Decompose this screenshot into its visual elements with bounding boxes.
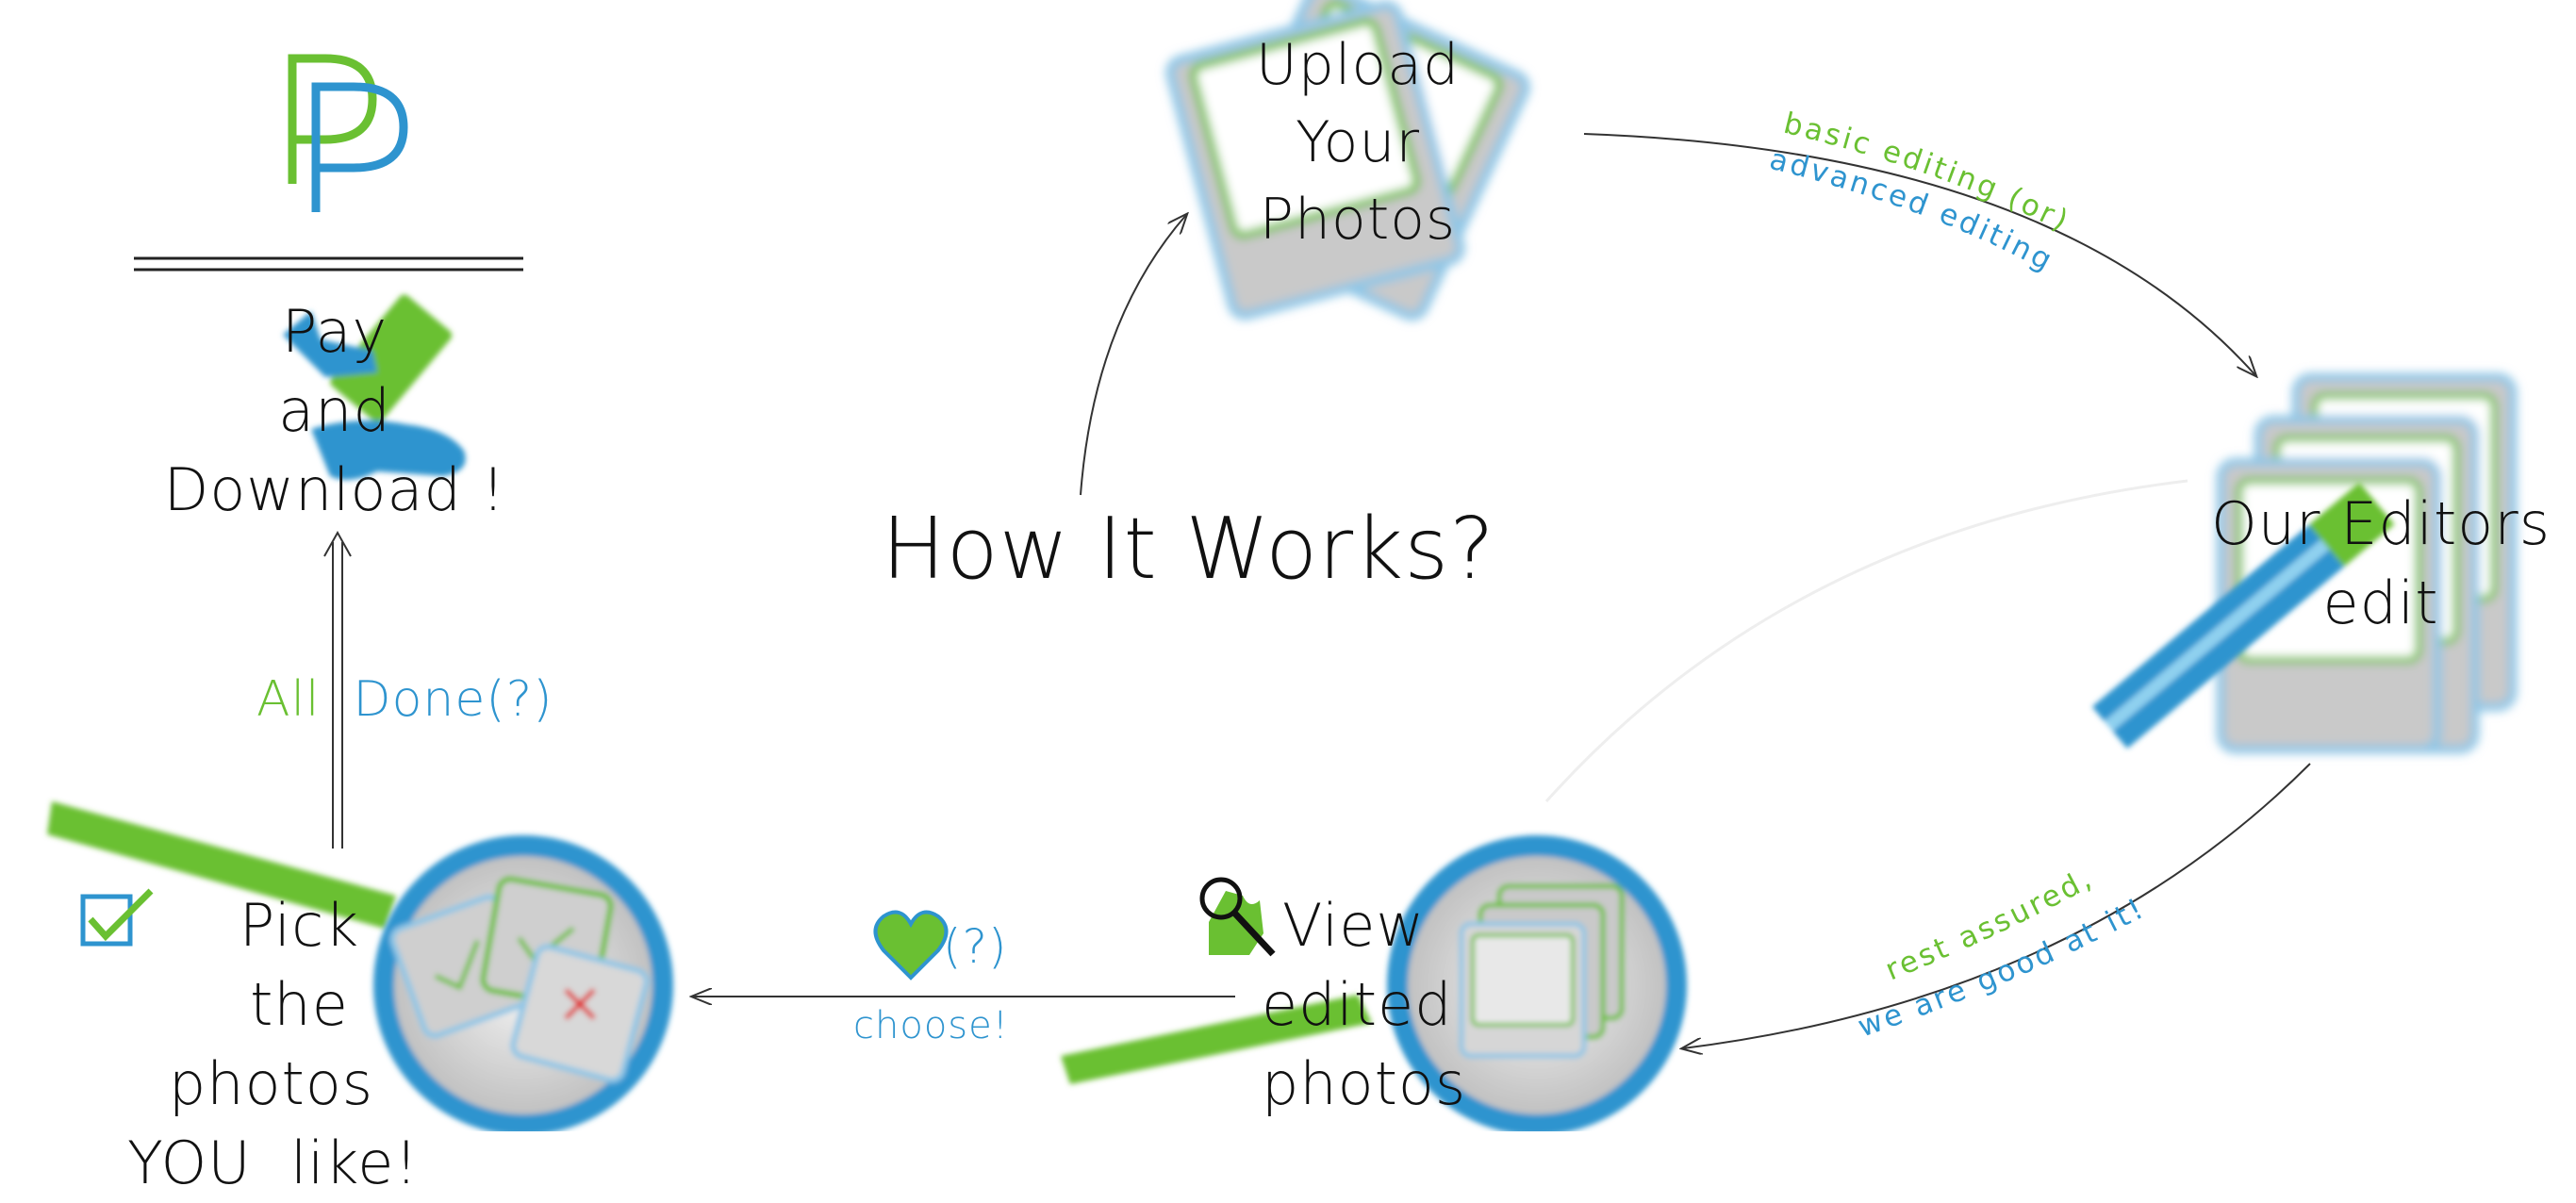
step-upload: Upload Your Photos [1216, 26, 1499, 258]
step-pay: Pay and Download ! [141, 292, 528, 530]
all-label: All [256, 671, 321, 728]
checkbox-icon [80, 888, 154, 947]
photos-stack-icon [1165, 0, 1530, 321]
step-upload-line-3: Photos [1259, 187, 1457, 253]
arrow-how-to-upload [1080, 215, 1186, 496]
cash-hand-icon [283, 294, 466, 480]
all-done-label: All Done(?) [256, 671, 553, 728]
step-upload-line-2: Your [1295, 109, 1421, 175]
choose-mark-label: (?) [943, 919, 1008, 974]
arrow-pick-to-pay [323, 530, 352, 849]
heart-icon [873, 910, 949, 981]
step-pay-line-1: Pay [281, 297, 388, 366]
step-pay-line-3: Download ! [163, 455, 506, 524]
step-upload-line-1: Upload [1255, 32, 1461, 98]
pp-logo-icon [288, 54, 408, 212]
view-brush-stroke [1061, 995, 1372, 1084]
step-pick-line-2: photos [168, 1049, 374, 1118]
step-editors-line-2: edit [2322, 569, 2439, 637]
arrow-editors-to-view [1683, 763, 2311, 1048]
step-view-line-3: photos [1262, 1049, 1467, 1118]
magnifier-icon [1199, 877, 1276, 957]
view-photos-disc [1387, 835, 1687, 1131]
step-view: View edited photos [1262, 886, 1563, 1124]
step-pay-line-2: and [278, 376, 391, 445]
step-editors-line-1: Our Editors [2210, 489, 2551, 558]
diagram-title: How It Works? [882, 500, 1495, 599]
step-pick-line-1: Pick the [239, 891, 360, 1039]
choose-label: choose! [853, 1004, 1009, 1047]
pick-photos-disc [373, 835, 673, 1131]
logo-divider [134, 256, 523, 272]
faint-loop-arc [1544, 479, 2188, 803]
step-editors: Our Editors edit [2192, 485, 2569, 643]
done-label: Done(?) [353, 671, 553, 728]
pick-brush-stroke [47, 801, 396, 929]
arrow-upload-to-editors [1583, 133, 2255, 375]
step-pick: Pick the photos YOU like! [127, 886, 420, 1203]
pencil-icon [2091, 482, 2395, 750]
step-view-line-1: View [1282, 891, 1426, 960]
step-view-line-2: edited [1262, 970, 1453, 1039]
step-pick-line-3: YOU like! [127, 1129, 420, 1197]
